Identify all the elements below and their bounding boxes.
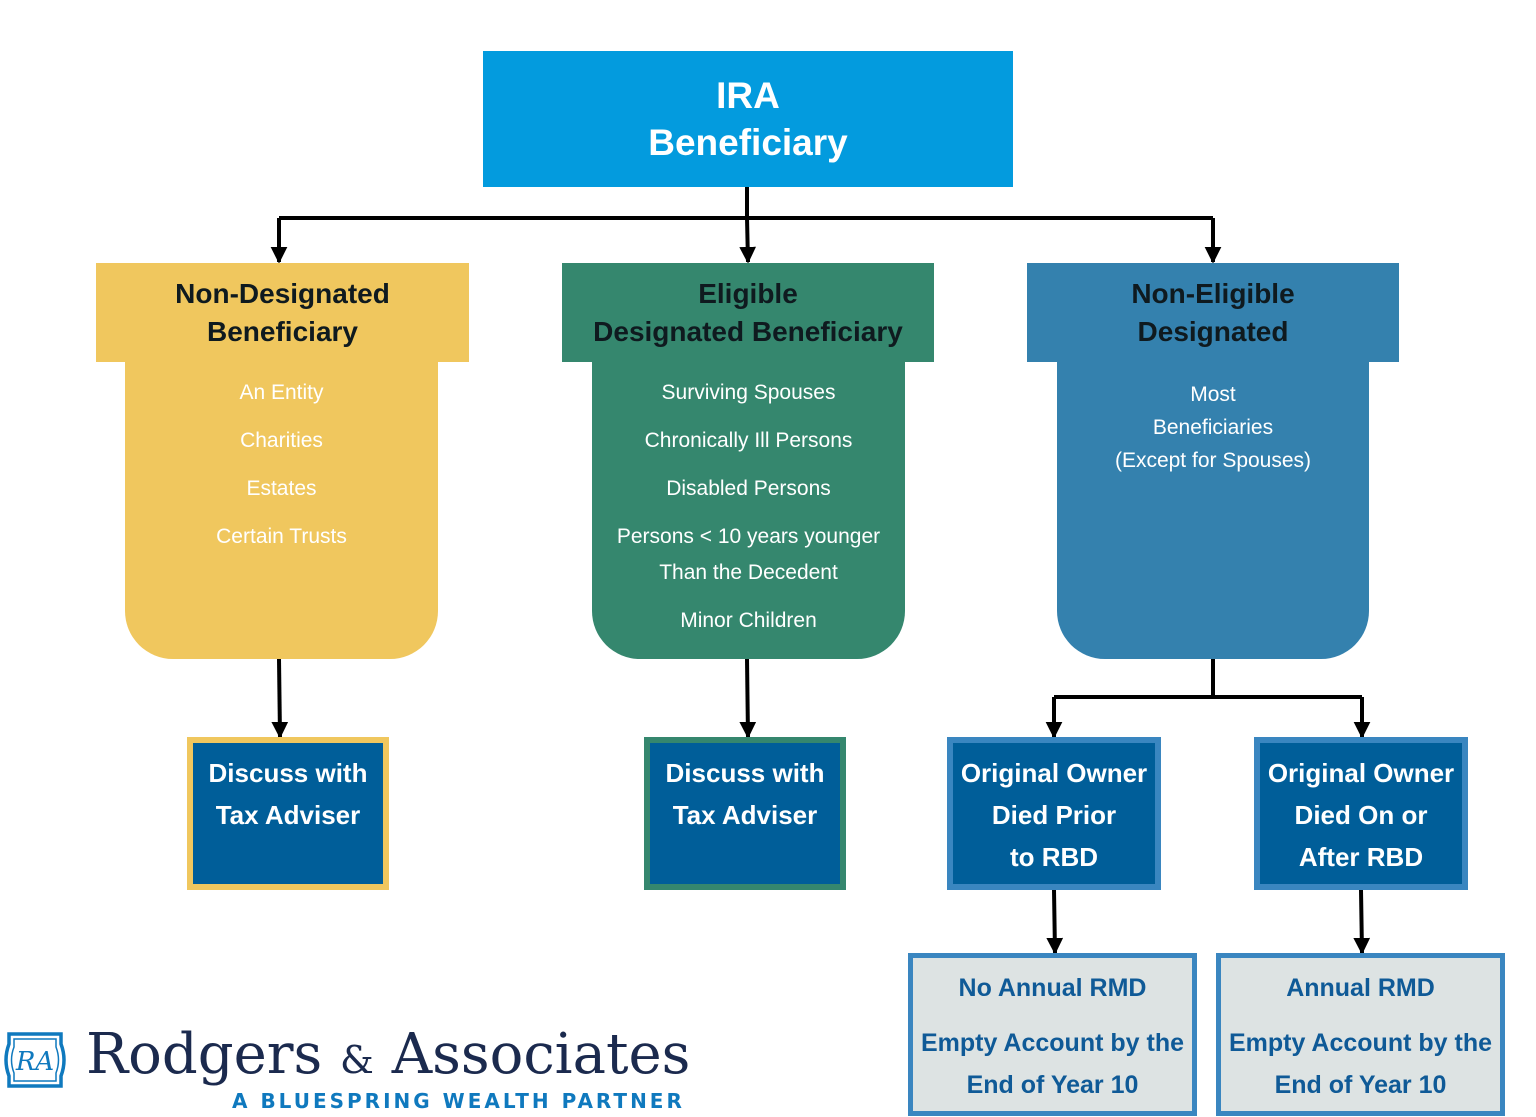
outcome-line: Discuss with [665, 758, 825, 788]
category-item: Certain Trusts [216, 525, 347, 548]
result-no-annual-rmd: No Annual RMD Empty Account by the End o… [908, 953, 1197, 1116]
category-non-designated-body: An Entity Charities Estates Certain Trus… [125, 361, 438, 659]
result-title: Annual RMD [1286, 974, 1435, 1002]
category-non-designated-header: Non-Designated Beneficiary [96, 263, 469, 362]
category-item: Persons < 10 years younger [616, 525, 881, 548]
logo-ampersand: & [340, 1038, 374, 1082]
arrow-to-result-1 [1046, 889, 1064, 955]
root-node-ira-beneficiary: IRA Beneficiary [483, 51, 1013, 187]
category-item: Than the Decedent [659, 561, 838, 584]
logo-name-part1: Rodgers [86, 1022, 323, 1087]
category-eligible-header: Eligible Designated Beneficiary [562, 263, 934, 362]
outcome-line: After RBD [1298, 842, 1424, 872]
category-non-eligible-body: Most Beneficiaries (Except for Spouses) [1057, 361, 1369, 659]
arrow-to-eligible [739, 217, 757, 264]
category-title-line1: Non-Designated [175, 277, 390, 309]
category-title-line2: Designated Beneficiary [593, 315, 903, 347]
category-title-line2: Designated [1137, 315, 1289, 347]
arrow-to-outcome-1 [271, 658, 289, 739]
result-line: End of Year 10 [966, 1071, 1139, 1099]
company-logo-name: Rodgers & Associates [86, 1020, 690, 1095]
category-item: Estates [246, 477, 317, 500]
category-item: Chronically Ill Persons [644, 429, 853, 452]
arrow-to-outcome-2 [739, 658, 757, 739]
outcome-line: Died Prior [991, 800, 1117, 830]
result-title: No Annual RMD [958, 974, 1147, 1002]
result-annual-rmd: Annual RMD Empty Account by the End of Y… [1216, 953, 1505, 1116]
outcome-line: Original Owner [1267, 758, 1455, 788]
category-item: Beneficiaries [1152, 416, 1274, 439]
category-item: An Entity [239, 381, 324, 404]
category-item: Minor Children [680, 609, 817, 632]
logo-monogram: RA [15, 1047, 54, 1077]
outcome-died-prior-to-rbd: Original Owner Died Prior to RBD [947, 737, 1161, 890]
company-tagline: A BLUESPRING WEALTH PARTNER [232, 1089, 685, 1113]
outcome-died-on-or-after-rbd: Original Owner Died On or After RBD [1254, 737, 1468, 890]
category-eligible-body: Surviving Spouses Chronically Ill Person… [592, 361, 905, 659]
category-title-line1: Non-Eligible [1131, 277, 1295, 309]
result-line: End of Year 10 [1274, 1071, 1447, 1099]
category-title-line2: Beneficiary [207, 315, 358, 347]
company-logo-mark: RA [4, 1032, 66, 1088]
outcome-line: Tax Adviser [215, 800, 361, 830]
arrow-to-result-2 [1353, 889, 1371, 955]
category-title-line1: Eligible [698, 277, 798, 309]
root-title-line2: Beneficiary [648, 122, 848, 163]
outcome-line: Died On or [1294, 800, 1428, 830]
result-line: Empty Account by the [1229, 1029, 1492, 1057]
category-item: (Except for Spouses) [1114, 449, 1312, 472]
result-line: Empty Account by the [921, 1029, 1184, 1057]
category-item: Charities [240, 429, 323, 452]
outcome-line: Original Owner [960, 758, 1148, 788]
outcome-discuss-tax-adviser: Discuss with Tax Adviser [187, 737, 389, 890]
category-item: Disabled Persons [666, 477, 831, 500]
category-item: Most [1190, 383, 1236, 406]
outcome-discuss-tax-adviser: Discuss with Tax Adviser [644, 737, 846, 890]
logo-name-part2: Associates [391, 1022, 691, 1087]
root-title-line1: IRA [716, 75, 780, 116]
outcome-line: Discuss with [208, 758, 368, 788]
outcome-line: to RBD [1009, 842, 1099, 872]
outcome-line: Tax Adviser [672, 800, 818, 830]
category-item: Surviving Spouses [661, 381, 836, 404]
category-non-eligible-header: Non-Eligible Designated [1027, 263, 1399, 362]
